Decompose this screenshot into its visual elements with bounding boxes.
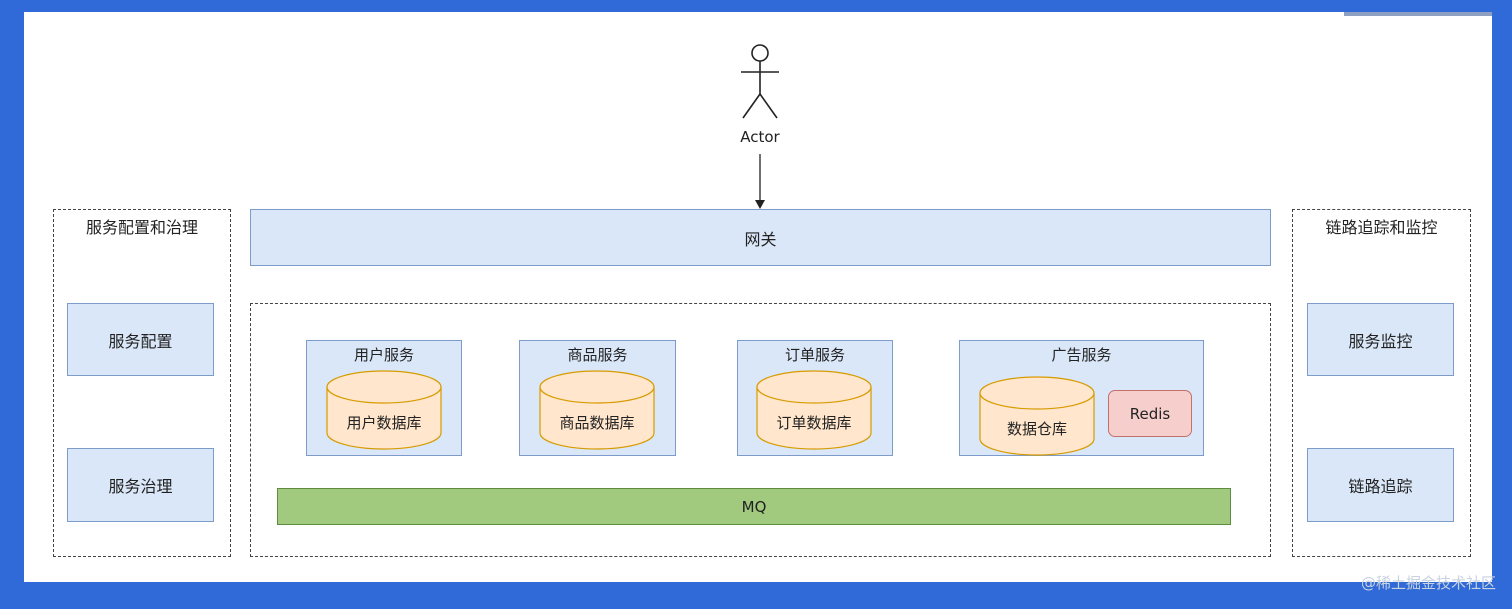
link-tracing-box[interactable]: 链路追踪 bbox=[1307, 448, 1454, 522]
database-cylinder-icon bbox=[756, 370, 872, 450]
redis-cache-box[interactable]: Redis bbox=[1108, 390, 1192, 437]
gateway-label: 网关 bbox=[744, 229, 777, 249]
right-panel-title: 链路追踪和监控 bbox=[1325, 218, 1438, 237]
service-governance-label: 服务治理 bbox=[108, 477, 173, 496]
ad-service-title: 广告服务 bbox=[1051, 346, 1112, 364]
actor-label: Actor bbox=[740, 128, 780, 146]
data-warehouse[interactable]: 数据仓库 bbox=[979, 376, 1095, 456]
left-panel-service-governance: 服务配置和治理 bbox=[53, 209, 231, 557]
user-database-label: 用户数据库 bbox=[346, 414, 422, 432]
service-monitor-box[interactable]: 服务监控 bbox=[1307, 303, 1454, 376]
diagram-canvas: Actor 网关 服务配置和治理 服务配置 服务治理 链路追踪和监控 服务监控 … bbox=[24, 12, 1492, 582]
product-database-label: 商品数据库 bbox=[559, 414, 635, 432]
redis-label: Redis bbox=[1129, 404, 1171, 423]
actor-figure-icon bbox=[741, 44, 779, 119]
data-warehouse-label: 数据仓库 bbox=[1006, 420, 1067, 438]
watermark-text: @稀土掘金技术社区 bbox=[1360, 574, 1496, 592]
user-service-title: 用户服务 bbox=[353, 346, 414, 364]
product-database[interactable]: 商品数据库 bbox=[539, 370, 655, 450]
database-cylinder-icon bbox=[539, 370, 655, 450]
order-database-label: 订单数据库 bbox=[776, 414, 852, 432]
services-container bbox=[250, 303, 1271, 557]
product-service-title: 商品服务 bbox=[567, 346, 628, 364]
service-monitor-label: 服务监控 bbox=[1348, 331, 1413, 351]
database-cylinder-icon bbox=[979, 376, 1095, 456]
mq-label: MQ bbox=[741, 497, 767, 516]
service-config-box[interactable]: 服务配置 bbox=[67, 303, 214, 376]
link-tracing-label: 链路追踪 bbox=[1348, 477, 1413, 496]
order-database[interactable]: 订单数据库 bbox=[756, 370, 872, 450]
actor-to-gateway-arrow bbox=[755, 154, 765, 209]
order-service-title: 订单服务 bbox=[784, 346, 845, 364]
right-panel-tracing-monitoring: 链路追踪和监控 bbox=[1292, 209, 1471, 557]
left-panel-title: 服务配置和治理 bbox=[85, 218, 198, 237]
service-governance-box[interactable]: 服务治理 bbox=[67, 448, 214, 522]
mq-bar[interactable]: MQ bbox=[277, 488, 1231, 525]
database-cylinder-icon bbox=[326, 370, 442, 450]
service-config-label: 服务配置 bbox=[108, 331, 173, 351]
user-database[interactable]: 用户数据库 bbox=[326, 370, 442, 450]
window-corner-tab bbox=[1344, 12, 1492, 16]
gateway-box[interactable]: 网关 bbox=[250, 209, 1271, 266]
